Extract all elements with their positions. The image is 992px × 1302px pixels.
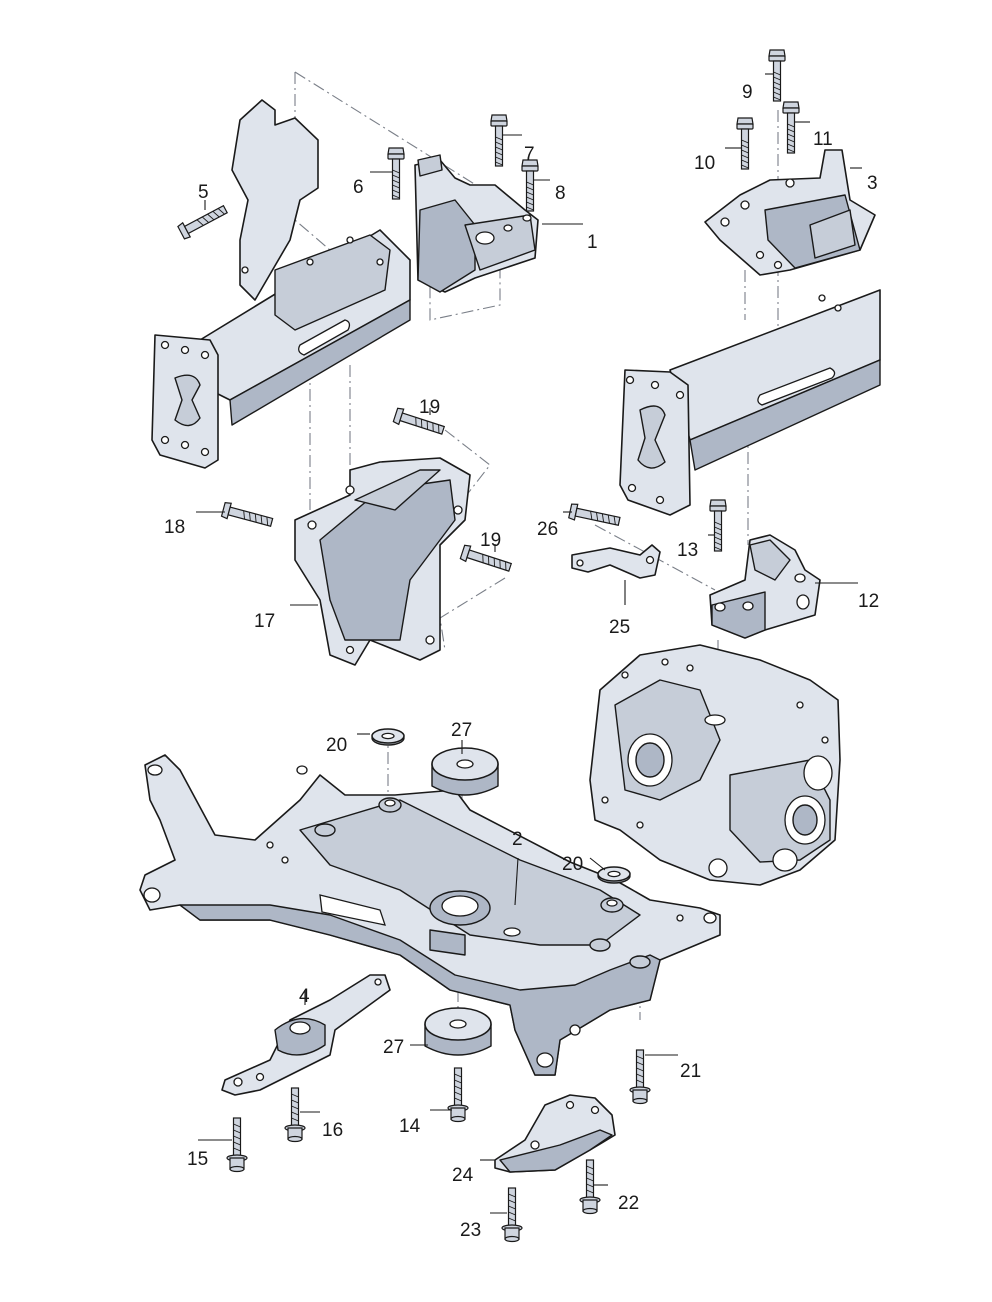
callout-5: 5	[198, 182, 209, 203]
callout-27a: 27	[451, 720, 472, 741]
callout-25: 25	[609, 617, 630, 638]
callout-10: 10	[694, 153, 715, 174]
washer-20-right	[597, 866, 631, 884]
callout-9: 9	[742, 82, 753, 103]
callout-27b: 27	[383, 1037, 404, 1058]
callout-6: 6	[353, 177, 364, 198]
gearbox-housing	[589, 644, 841, 886]
callout-19b: 19	[480, 530, 501, 551]
bolt-5	[176, 201, 230, 241]
bolt-21	[629, 1049, 651, 1105]
leader-lines	[196, 73, 862, 1214]
bolt-26	[567, 502, 622, 530]
callout-1: 1	[587, 232, 598, 253]
callout-2: 2	[512, 829, 523, 850]
callout-8: 8	[555, 183, 566, 204]
callout-11: 11	[813, 129, 833, 150]
gearbox-mount-3	[704, 149, 876, 276]
callout-12: 12	[858, 591, 879, 612]
bolt-13	[709, 499, 727, 552]
callout-15: 15	[187, 1149, 208, 1170]
bolt-22	[579, 1159, 601, 1215]
support-bracket-25	[571, 544, 661, 579]
bolt-7	[490, 114, 508, 167]
bolt-9	[768, 49, 786, 102]
callout-4: 4	[299, 986, 310, 1007]
bolt-16	[284, 1087, 306, 1143]
callout-20b: 20	[562, 854, 583, 875]
callout-16: 16	[322, 1120, 343, 1141]
callout-23: 23	[460, 1220, 481, 1241]
callout-14: 14	[399, 1116, 421, 1137]
pendulum-support-4	[221, 974, 391, 1096]
bolt-15	[226, 1117, 248, 1173]
callout-18: 18	[164, 517, 185, 538]
callout-17: 17	[254, 611, 275, 632]
bush-27-upper	[431, 747, 499, 796]
washer-20-left	[371, 728, 405, 746]
bolt-18	[220, 501, 275, 531]
callout-7: 7	[524, 144, 535, 165]
bush-27-lower	[424, 1007, 492, 1056]
callout-19a: 19	[419, 397, 440, 418]
engine-bracket-17	[294, 457, 471, 666]
lower-bracket-24	[494, 1094, 616, 1173]
callout-13: 13	[677, 540, 698, 561]
bolt-14	[447, 1067, 469, 1123]
callout-21: 21	[680, 1061, 701, 1082]
bolt-11	[782, 101, 800, 154]
right-chassis-member	[619, 289, 881, 516]
callout-3: 3	[867, 173, 878, 194]
bolt-23	[501, 1187, 523, 1243]
callout-26: 26	[537, 519, 558, 540]
callout-20a: 20	[326, 735, 347, 756]
callout-24: 24	[452, 1165, 474, 1186]
callout-22: 22	[618, 1193, 639, 1214]
left-chassis-member	[151, 99, 411, 469]
engine-mount-1	[414, 154, 539, 293]
subframe-2	[139, 754, 721, 1076]
bolt-8	[521, 159, 539, 212]
callout-labels: 1 2 3 4 5 6 7 8 9 10 11 12 13 14 15 16 1…	[164, 82, 879, 1241]
bolt-6	[387, 147, 405, 200]
gearbox-bracket-12	[709, 534, 821, 639]
bolt-10	[736, 117, 754, 170]
